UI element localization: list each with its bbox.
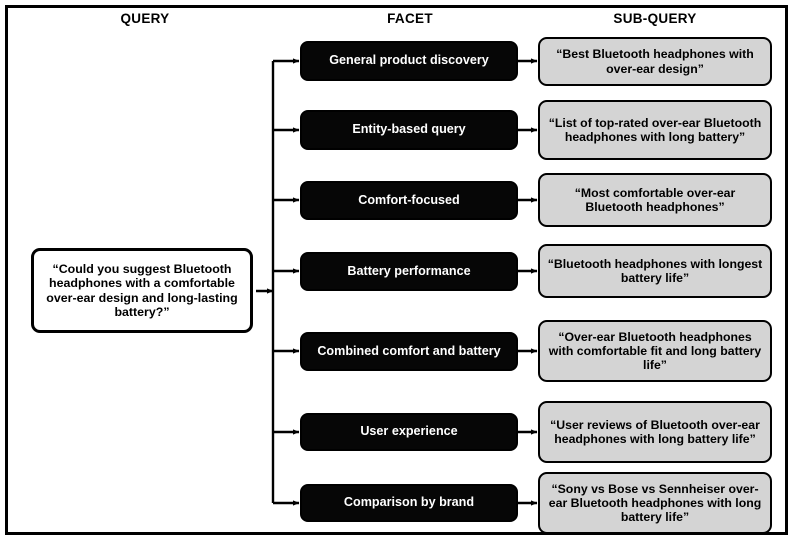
- sub-query-box-combined-comfort-and-battery[interactable]: “Over-ear Bluetooth headphones with comf…: [538, 320, 772, 382]
- column-header-sub-query: SUB-QUERY: [613, 11, 697, 26]
- sub-query-box-user-experience[interactable]: “User reviews of Bluetooth over-ear head…: [538, 401, 772, 463]
- facet-box-battery-performance[interactable]: Battery performance: [300, 252, 518, 291]
- sub-query-text: “Best Bluetooth headphones with over-ear…: [556, 47, 754, 76]
- facet-box-user-experience[interactable]: User experience: [300, 413, 518, 451]
- facet-box-comparison-by-brand[interactable]: Comparison by brand: [300, 484, 518, 522]
- facet-label: Combined comfort and battery: [317, 343, 501, 358]
- query-text: “Could you suggest Bluetooth headphones …: [46, 261, 238, 320]
- sub-query-box-general-product-discovery[interactable]: “Best Bluetooth headphones with over-ear…: [538, 37, 772, 86]
- sub-query-text: “User reviews of Bluetooth over-ear head…: [550, 417, 760, 446]
- facet-label: General product discovery: [329, 53, 489, 68]
- query-box[interactable]: “Could you suggest Bluetooth headphones …: [31, 248, 253, 333]
- facet-label: User experience: [360, 424, 458, 439]
- column-header-facet: FACET: [387, 11, 433, 26]
- sub-query-text: “Most comfortable over-ear Bluetooth hea…: [574, 185, 736, 214]
- facet-label: Comparison by brand: [343, 495, 475, 510]
- sub-query-text: “Sony vs Bose vs Sennheiser over-ear Blu…: [548, 481, 762, 525]
- sub-query-text: “List of top-rated over-ear Bluetooth he…: [548, 115, 762, 144]
- sub-query-box-entity-based-query[interactable]: “List of top-rated over-ear Bluetooth he…: [538, 100, 772, 160]
- column-header-query: QUERY: [120, 11, 170, 26]
- sub-query-box-battery-performance[interactable]: “Bluetooth headphones with longest batte…: [538, 244, 772, 298]
- facet-box-combined-comfort-and-battery[interactable]: Combined comfort and battery: [300, 332, 518, 371]
- sub-query-text: “Over-ear Bluetooth headphones with comf…: [548, 329, 762, 373]
- sub-query-text: “Bluetooth headphones with longest batte…: [547, 256, 763, 285]
- facet-box-entity-based-query[interactable]: Entity-based query: [300, 110, 518, 150]
- facet-label: Comfort-focused: [358, 192, 460, 207]
- facet-label: Battery performance: [347, 263, 471, 278]
- facet-box-comfort-focused[interactable]: Comfort-focused: [300, 181, 518, 220]
- sub-query-box-comparison-by-brand[interactable]: “Sony vs Bose vs Sennheiser over-ear Blu…: [538, 472, 772, 534]
- facet-label: Entity-based query: [352, 122, 466, 137]
- facet-box-general-product-discovery[interactable]: General product discovery: [300, 41, 518, 81]
- sub-query-box-comfort-focused[interactable]: “Most comfortable over-ear Bluetooth hea…: [538, 173, 772, 227]
